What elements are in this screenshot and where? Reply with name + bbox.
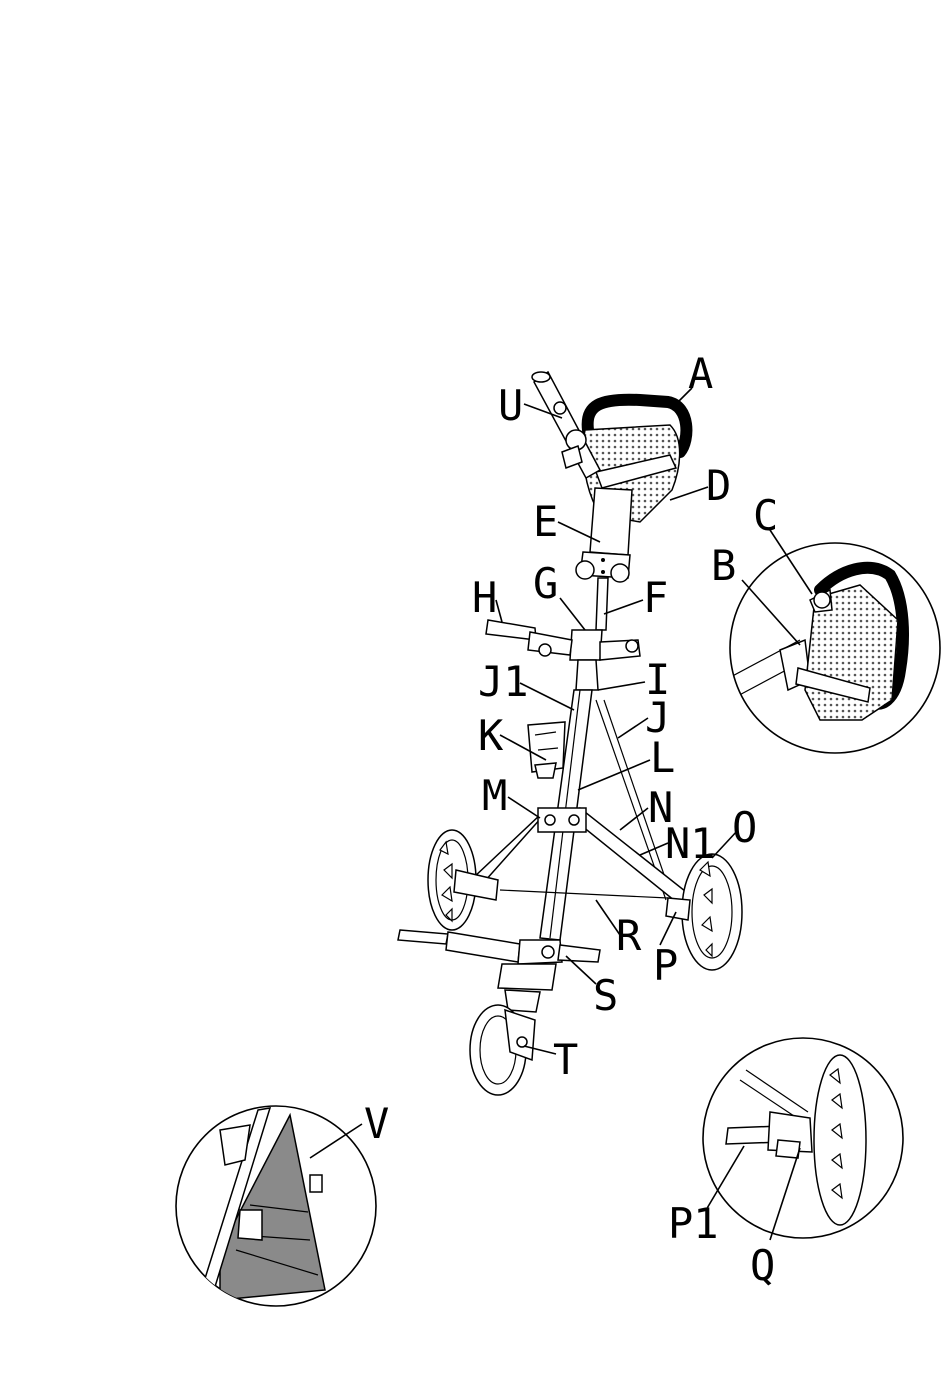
callout-q: Q (750, 1241, 775, 1290)
front-wheel (470, 990, 540, 1095)
detail-storage-panel (176, 1106, 376, 1306)
detail-basket-clamp (725, 543, 940, 753)
callout-e: E (533, 497, 558, 546)
callout-b: B (711, 541, 736, 590)
callout-a: A (688, 349, 713, 398)
left-rear-wheel (428, 830, 498, 930)
callout-f: F (643, 573, 668, 622)
callout-r: R (616, 911, 642, 960)
cup-holder (528, 722, 565, 778)
callout-t: T (553, 1035, 578, 1084)
callout-u: U (498, 381, 523, 430)
upper-shaft (596, 578, 608, 630)
trolley-main-view (398, 372, 742, 1095)
callout-o: O (732, 803, 757, 852)
callout-p: P (653, 941, 678, 990)
callout-g: G (533, 559, 558, 608)
callout-v: V (364, 1099, 389, 1148)
detail-wheel-release (703, 1038, 903, 1238)
callout-n1: N1 (665, 819, 716, 868)
cross-rod (500, 890, 668, 898)
callout-d: D (706, 461, 731, 510)
callout-k: K (478, 711, 504, 760)
callout-s: S (593, 971, 618, 1020)
callout-c: C (753, 491, 778, 540)
callout-p1: P1 (668, 1199, 719, 1248)
callout-l: L (650, 733, 675, 782)
callout-h: H (472, 573, 497, 622)
callout-m: M (482, 771, 507, 820)
callout-j1: J1 (478, 657, 529, 706)
